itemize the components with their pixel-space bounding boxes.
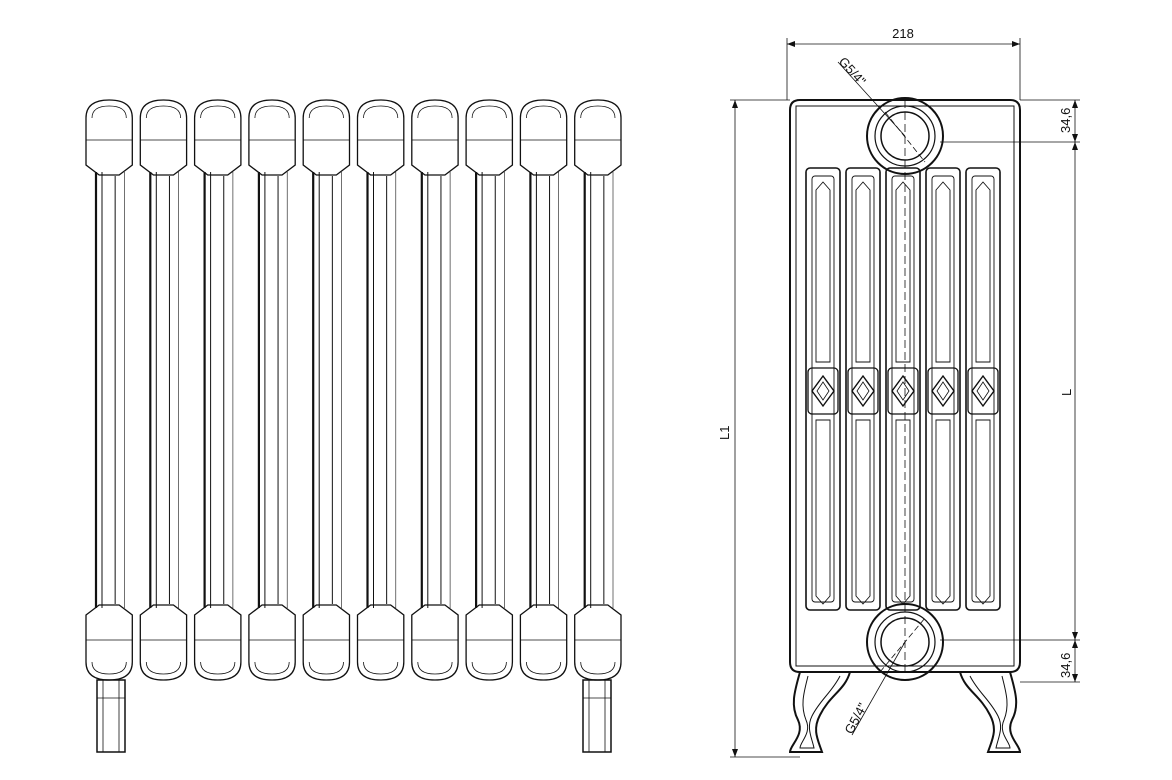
right-foot (959, 671, 1022, 753)
side-column (805, 167, 841, 611)
front-leg (582, 679, 612, 753)
front-section (519, 99, 568, 681)
side-column (965, 167, 1001, 611)
dim-total-height: L1 (717, 426, 732, 440)
dim-top-offset: 34,6 (1058, 108, 1073, 133)
side-columns (805, 167, 1001, 611)
front-section (193, 99, 242, 681)
front-section (248, 99, 296, 681)
front-section (356, 99, 405, 681)
side-body-inner (795, 105, 1015, 667)
dim-bottom-offset: 34,6 (1058, 653, 1073, 678)
dim-thread-top: G5/4" (836, 54, 869, 89)
side-column (885, 167, 921, 611)
front-section (302, 99, 351, 681)
front-section (465, 99, 514, 681)
front-leg (96, 679, 126, 753)
front-section (411, 99, 459, 681)
front-section (139, 99, 188, 681)
left-foot (788, 671, 851, 753)
dim-thread-bottom: G5/4" (841, 700, 870, 736)
radiator-side-view: 218 G5/4" G5/4" 34,6 L 34,6 L1 (717, 26, 1080, 758)
radiator-front-view (85, 99, 622, 753)
dim-height: L (1059, 389, 1074, 396)
side-column (845, 167, 881, 611)
front-section (574, 99, 622, 681)
side-column (925, 167, 961, 611)
front-section (85, 99, 133, 681)
dim-width: 218 (892, 26, 914, 41)
